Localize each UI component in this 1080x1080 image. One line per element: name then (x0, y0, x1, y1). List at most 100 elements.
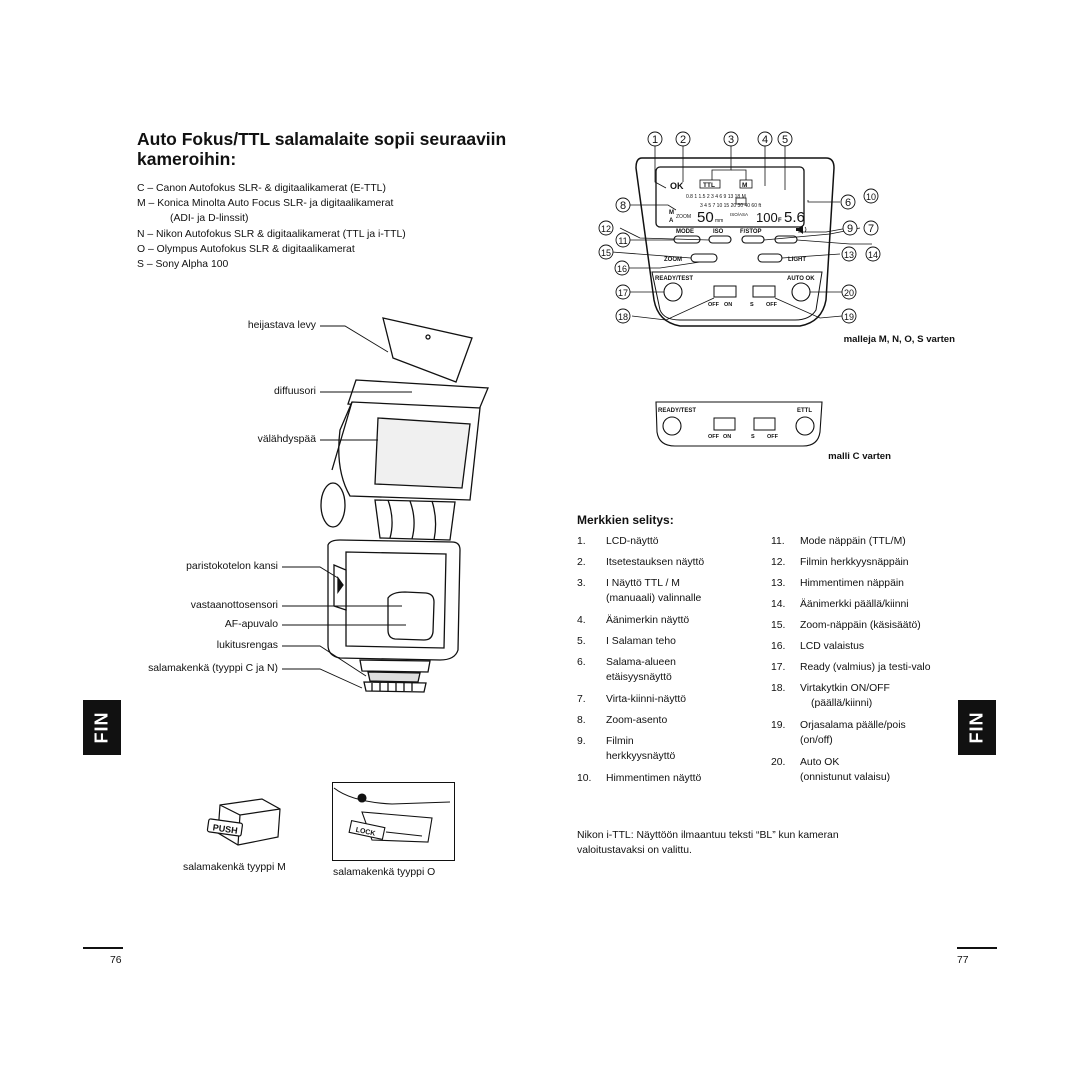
label-reflector: heijastava levy (247, 320, 316, 331)
footer-rule (83, 947, 123, 949)
lcd-f-label: F (778, 218, 782, 224)
lcd-iso-value: 100 (756, 210, 778, 225)
callout-18: 18 (615, 308, 631, 324)
label-battery-cover: paristokotelon kansi (186, 561, 278, 572)
callout-2: 2 (675, 131, 691, 147)
lock-label: LOCK (355, 827, 376, 838)
list-item: O – Olympus Autofokus SLR & digitaalikam… (137, 243, 355, 255)
footer-rule (957, 947, 997, 949)
svg-text:11: 11 (618, 236, 627, 246)
switch-s-label: S (750, 302, 754, 308)
callout-8: 8 (615, 197, 631, 213)
svg-text:20: 20 (844, 288, 854, 298)
svg-text:5: 5 (782, 134, 788, 146)
svg-text:12: 12 (601, 224, 611, 234)
callout-16: 16 (614, 260, 630, 276)
callout-9: 9 (842, 220, 858, 236)
svg-text:3: 3 (728, 134, 734, 146)
svg-text:7: 7 (868, 223, 874, 235)
speaker-icon (796, 225, 807, 234)
zoom-button-label: ZOOM (664, 257, 682, 263)
list-item: S – Sony Alpha 100 (137, 259, 229, 271)
lcd-m: M (742, 182, 747, 189)
switch-s-off-label-c: OFF (767, 434, 779, 440)
language-tab: FIN (958, 700, 996, 755)
switch-s-off-label: OFF (766, 302, 778, 308)
label-sensor: vastaanottosensori (190, 600, 278, 611)
ettl-label: ETTL (797, 408, 812, 414)
callout-19: 19 (841, 308, 857, 324)
callout-7: 7 (863, 220, 879, 236)
svg-text:16: 16 (617, 264, 627, 274)
legend-heading: Merkkien selitys: (577, 513, 674, 527)
switch-off-label: OFF (708, 302, 720, 308)
fstop-button-label: F/STOP (740, 229, 762, 235)
lcd-m-side: M (669, 210, 674, 216)
svg-text:10: 10 (866, 192, 876, 202)
lcd-ttl: TTL (703, 182, 715, 189)
svg-text:18: 18 (618, 312, 628, 322)
ready-test-label-c: READY/TEST (658, 408, 696, 414)
svg-text:19: 19 (844, 312, 854, 322)
label-flash-head: välähdyspää (257, 434, 316, 445)
callout-15: 15 (598, 244, 614, 260)
callout-4: 4 (757, 131, 773, 147)
caption-panel-c: malli C varten (828, 451, 891, 462)
switch-on-label: ON (724, 302, 732, 308)
svg-text:13: 13 (844, 250, 854, 260)
switch-on-label-c: ON (723, 434, 731, 440)
lcd-f-value: 5.6 (784, 209, 805, 226)
switch-s-label-c: S (751, 434, 755, 440)
list-item: (ADI- ja D-linssit) (170, 213, 249, 225)
lcd-ok: OK (670, 181, 684, 191)
label-lock-ring: lukitusrengas (216, 640, 278, 651)
lcd-iso-label: ISO/ASA (730, 212, 748, 217)
caption-shoe-type-o: salamakenkä tyyppi O (333, 867, 436, 878)
caption-shoe-type-m: salamakenkä tyyppi M (183, 862, 286, 873)
ready-test-label: READY/TEST (655, 276, 693, 282)
flash-unit-illustration (282, 317, 489, 693)
callout-11: 11 (615, 232, 631, 248)
mode-button-label: MODE (676, 229, 694, 235)
lcd-scale-feet: 3 4 5 7 10 15 20 30 40 60 ft (700, 203, 762, 209)
iso-button-label: ISO (713, 229, 724, 235)
list-item: M – Konica Minolta Auto Focus SLR- ja di… (137, 198, 394, 210)
control-panel-mnos: 1 2 3 4 5 6 7 8 9 10 11 12 13 14 15 16 1… (598, 131, 881, 327)
lcd-a-side: A (669, 218, 674, 224)
auto-ok-label: AUTO OK (787, 276, 815, 282)
svg-text:8: 8 (620, 200, 626, 212)
light-button-label: LIGHT (788, 257, 806, 263)
callout-10: 10 (863, 188, 879, 204)
svg-text:1: 1 (652, 134, 658, 146)
lcd-scale-meters: 0.8 1 1.5 2 3 4 6 9 13 18 M (686, 194, 746, 200)
callout-1: 1 (647, 131, 663, 147)
svg-text:9: 9 (847, 223, 853, 235)
svg-text:15: 15 (601, 248, 611, 258)
callout-12: 12 (598, 220, 614, 236)
switch-off-label-c: OFF (708, 434, 720, 440)
push-label: PUSH (212, 822, 238, 835)
callout-13: 13 (841, 246, 857, 262)
label-shoe: salamakenkä (tyyppi C ja N) (148, 663, 278, 674)
list-item: N – Nikon Autofokus SLR & digitaalikamer… (137, 228, 406, 240)
callout-14: 14 (865, 246, 881, 262)
language-tab: FIN (83, 700, 121, 755)
callout-20: 20 (841, 284, 857, 300)
svg-text:2: 2 (680, 134, 686, 146)
callout-3: 3 (723, 131, 739, 147)
svg-text:14: 14 (868, 250, 878, 260)
list-item: C – Canon Autofokus SLR- & digitaalikame… (137, 183, 386, 194)
page-title: Auto Fokus/TTL salamalaite sopii seuraav… (137, 129, 507, 169)
lcd-mm: mm (715, 218, 723, 224)
lcd-zoom-value: 50 (697, 209, 714, 226)
svg-text:4: 4 (762, 134, 768, 146)
nikon-note: Nikon i-TTL: Näyttöön ilmaantuu teksti “… (577, 830, 839, 857)
shoe-type-o-illustration: LOCK (332, 782, 455, 861)
label-af-light: AF-apuvalo (224, 619, 278, 630)
callout-6: 6 (840, 194, 856, 210)
lcd-zoom: ZOOM (676, 214, 691, 220)
page-number: 76 (110, 955, 122, 966)
callout-17: 17 (615, 284, 631, 300)
svg-text:6: 6 (845, 197, 851, 209)
page-number: 77 (957, 955, 969, 966)
